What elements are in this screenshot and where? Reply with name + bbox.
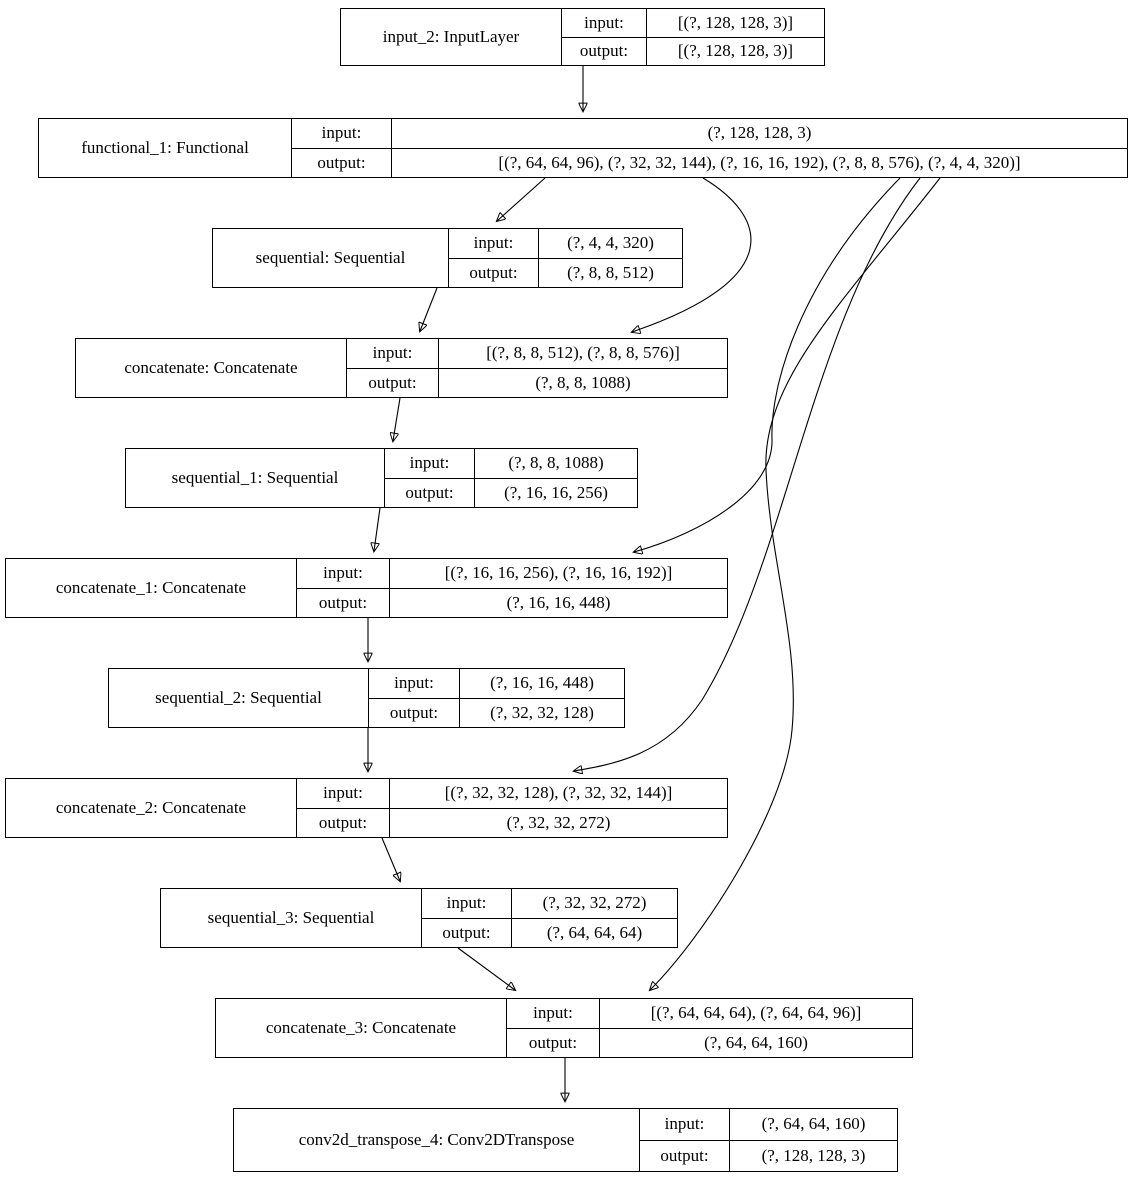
layer-name: concatenate_2: Concatenate <box>55 798 247 817</box>
output-label: output: <box>385 478 475 507</box>
input-shape: (?, 16, 16, 448) <box>490 673 594 693</box>
layer-name: concatenate_1: Concatenate <box>55 578 247 597</box>
output-shape: (?, 8, 8, 512) <box>567 262 654 282</box>
input-label: input: <box>297 779 390 808</box>
input-label: input: <box>449 229 539 258</box>
input-shape: [(?, 128, 128, 3)] <box>677 12 794 32</box>
output-shape: (?, 64, 64, 64) <box>546 922 643 942</box>
output-shape: (?, 128, 128, 3) <box>761 1145 866 1165</box>
edge-concatenate_2-to-sequential_3 <box>381 837 400 881</box>
layer-name: sequential_3: Sequential <box>207 908 375 927</box>
layer-name: input_2: InputLayer <box>382 27 520 46</box>
output-shape: [(?, 64, 64, 96), (?, 32, 32, 144), (?, … <box>498 152 1021 172</box>
input-label: input: <box>292 119 392 148</box>
input-shape: (?, 32, 32, 272) <box>542 893 647 913</box>
layer-name: sequential: Sequential <box>255 248 406 267</box>
input-shape: (?, 128, 128, 3) <box>707 123 812 143</box>
input-shape: [(?, 64, 64, 64), (?, 64, 64, 96)] <box>650 1003 862 1023</box>
layer-node-concatenate_2: concatenate_2: Concatenate input: [(?, 3… <box>5 778 728 838</box>
output-shape: (?, 8, 8, 1088) <box>535 372 631 392</box>
output-shape: (?, 16, 16, 448) <box>506 592 611 612</box>
output-label: output: <box>640 1140 730 1171</box>
input-label: input: <box>385 449 475 478</box>
output-shape: [(?, 128, 128, 3)] <box>677 41 794 61</box>
input-label: input: <box>562 9 647 37</box>
layer-node-sequential: sequential: Sequential input: (?, 4, 4, … <box>212 228 683 288</box>
input-label: input: <box>347 339 439 368</box>
output-label: output: <box>347 368 439 397</box>
layer-node-sequential_2: sequential_2: Sequential input: (?, 16, … <box>108 668 625 728</box>
input-shape: [(?, 16, 16, 256), (?, 16, 16, 192)] <box>444 563 673 583</box>
edge-functional_1-to-sequential <box>497 177 546 221</box>
output-shape: (?, 64, 64, 160) <box>704 1032 808 1052</box>
input-label: input: <box>507 999 600 1028</box>
input-shape: [(?, 8, 8, 512), (?, 8, 8, 576)] <box>486 343 680 363</box>
layer-node-functional_1: functional_1: Functional input: (?, 128,… <box>38 118 1128 178</box>
input-label: input: <box>640 1109 730 1140</box>
output-label: output: <box>422 918 512 947</box>
layer-name: concatenate: Concatenate <box>124 358 298 377</box>
edge-sequential_3-to-concatenate_3 <box>457 947 515 990</box>
layer-name: concatenate_3: Concatenate <box>265 1018 457 1037</box>
edge-concatenate-to-sequential_1 <box>393 397 401 441</box>
input-shape: [(?, 32, 32, 128), (?, 32, 32, 144)] <box>444 783 673 803</box>
output-label: output: <box>292 148 392 177</box>
layer-node-sequential_3: sequential_3: Sequential input: (?, 32, … <box>160 888 678 948</box>
output-label: output: <box>449 258 539 287</box>
layer-node-input_2: input_2: InputLayer input: [(?, 128, 128… <box>340 8 825 66</box>
input-label: input: <box>369 669 460 698</box>
input-shape: (?, 4, 4, 320) <box>567 233 654 253</box>
layer-name: functional_1: Functional <box>81 138 249 157</box>
output-label: output: <box>297 588 390 617</box>
output-shape: (?, 32, 32, 272) <box>506 812 611 832</box>
input-shape: (?, 8, 8, 1088) <box>508 453 604 473</box>
output-label: output: <box>297 808 390 837</box>
layer-name: sequential_1: Sequential <box>171 468 339 487</box>
edge-sequential_1-to-concatenate_1 <box>374 507 381 551</box>
layer-node-concatenate: concatenate: Concatenate input: [(?, 8, … <box>75 338 728 398</box>
output-label: output: <box>507 1028 600 1057</box>
input-label: input: <box>422 889 512 918</box>
input-label: input: <box>297 559 390 588</box>
output-label: output: <box>369 698 460 727</box>
output-shape: (?, 16, 16, 256) <box>504 482 608 502</box>
layer-node-concatenate_3: concatenate_3: Concatenate input: [(?, 6… <box>215 998 913 1058</box>
output-shape: (?, 32, 32, 128) <box>490 702 594 722</box>
layer-name: sequential_2: Sequential <box>155 688 322 707</box>
input-shape: (?, 64, 64, 160) <box>761 1114 866 1134</box>
output-label: output: <box>562 37 647 65</box>
layer-name: conv2d_transpose_4: Conv2DTranspose <box>298 1130 575 1149</box>
layer-node-sequential_1: sequential_1: Sequential input: (?, 8, 8… <box>125 448 638 508</box>
layer-node-conv2d_transpose_4: conv2d_transpose_4: Conv2DTranspose inpu… <box>233 1108 898 1172</box>
layer-node-concatenate_1: concatenate_1: Concatenate input: [(?, 1… <box>5 558 728 618</box>
edge-sequential-to-concatenate <box>420 287 438 331</box>
